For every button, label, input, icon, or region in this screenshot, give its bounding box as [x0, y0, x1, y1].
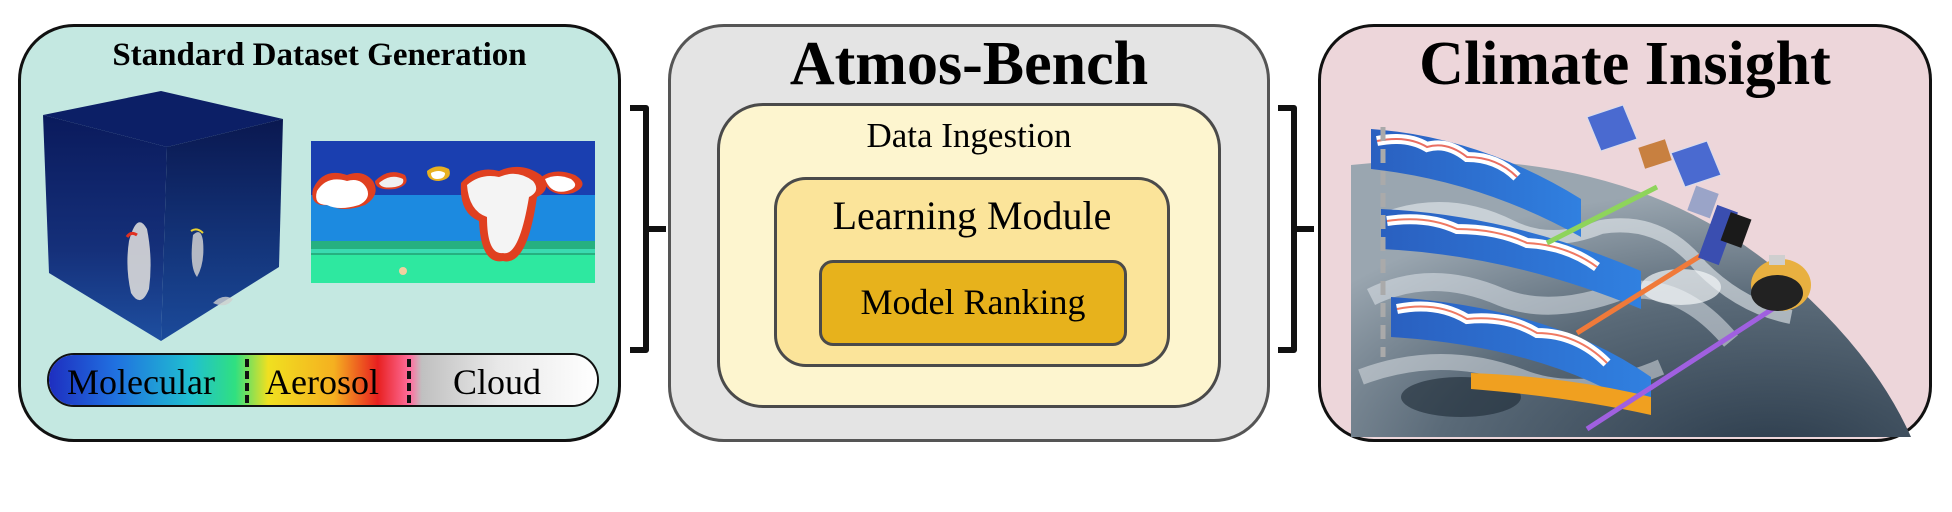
learning-module-box: Learning Module Model Ranking — [774, 177, 1170, 367]
legend-cloud: Cloud — [453, 362, 542, 402]
climate-insight-panel: Climate Insight — [1318, 24, 1932, 442]
atmos-bench-panel: Atmos-Bench Data Ingestion Learning Modu… — [668, 24, 1270, 442]
learning-module-label: Learning Module — [832, 193, 1112, 238]
bracket-connector — [630, 105, 666, 353]
standard-dataset-panel: Standard Dataset Generation — [18, 24, 621, 442]
legend-divider — [245, 359, 249, 403]
satellite-icon — [1586, 104, 1722, 188]
model-ranking-label: Model Ranking — [860, 282, 1086, 322]
data-ingestion-label: Data Ingestion — [866, 116, 1072, 155]
satellite-icon — [1687, 185, 1752, 266]
legend-bar: Molecular Aerosol Cloud — [47, 353, 599, 407]
earth-observation-image — [1351, 104, 1911, 437]
bracket-connector — [1278, 105, 1314, 353]
legend-divider — [407, 359, 411, 403]
legend-gradient — [49, 355, 597, 405]
panel-title: Standard Dataset Generation — [112, 37, 527, 73]
satellite-icon — [1751, 255, 1811, 311]
panel-title: Atmos-Bench — [789, 30, 1149, 98]
legend-molecular: Molecular — [67, 362, 215, 402]
data-cube-image — [43, 91, 283, 341]
lidar-profile-image — [311, 141, 595, 283]
legend-aerosol: Aerosol — [265, 362, 379, 402]
data-ingestion-box: Data Ingestion Learning Module Model Ran… — [717, 103, 1221, 408]
panel-title: Climate Insight — [1419, 30, 1831, 98]
model-ranking-box: Model Ranking — [819, 260, 1127, 346]
